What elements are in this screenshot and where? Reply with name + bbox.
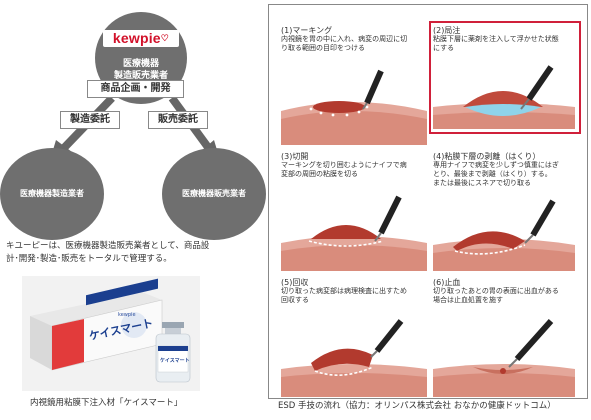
manufacturing-commission-label: 製造委託 (60, 111, 120, 129)
diagram-caption-line1: キユーピーは、医療機器製造販売業者として、商品設 (6, 241, 210, 251)
step-desc-line: にする (433, 44, 455, 52)
distributor-label: 医療機器販売業者 (182, 189, 246, 198)
manufacturer-label: 医療機器製造業者 (20, 189, 84, 198)
esd-step-3: (3)切開 マーキングを切り囲むようにナイフで病 変部の周囲の粘膜を切る (281, 151, 431, 271)
vial-label-text: ケイスマート (160, 357, 190, 364)
step-desc-line: り取る範囲の目印をつける (281, 44, 365, 52)
step-description: 内視鏡を胃の中に入れ、病変の周辺に切 り取る範囲の目印をつける (281, 35, 431, 53)
product-caption: 内視鏡用粘膜下注入材「ケイスマート」 (30, 398, 183, 408)
step-illustration (281, 69, 427, 145)
esd-step-2: (2)局注 粘膜下層に薬剤を注入して浮かせた状態 にする (433, 25, 583, 145)
business-relationship-diagram: kewpie♡ 医療機器 製造販売業者 商品企画・開発 製造委託 販売委託 医療… (0, 0, 270, 264)
step-title: (2)局注 (433, 26, 461, 35)
step-desc-line: とり、最後まで剥離（はくり）する。 (433, 170, 552, 178)
esd-step-4: (4)粘膜下層の剥離（はくり） 専用ナイフで病変を少しずつ慎重にはぎ とり、最後… (433, 151, 583, 271)
manufacturer-node: 医療機器製造業者 (0, 148, 104, 240)
step-desc-line: 場合は止血処置を施す (433, 296, 503, 304)
diagram-caption-line2: 計･開発･製造･販売をトータルで管理する。 (6, 254, 172, 264)
step-title: (4)粘膜下層の剥離（はくり） (433, 152, 541, 161)
step-desc-line: 回収する (281, 296, 309, 304)
step-title: (5)回収 (281, 278, 309, 287)
step-description: 専用ナイフで病変を少しずつ慎重にはぎ とり、最後まで剥離（はくり）する。 または… (433, 161, 583, 188)
sales-commission-label: 販売委託 (148, 111, 208, 129)
step-illustration (281, 319, 427, 397)
step-illustration (433, 65, 575, 129)
node-role-line1: 医療機器 (122, 59, 159, 69)
step-desc-line: 内視鏡を胃の中に入れ、病変の周辺に切 (281, 35, 408, 43)
step-desc-line: または最後にスネアで切り取る (433, 179, 531, 187)
step-title: (3)切開 (281, 152, 309, 161)
product-photo: kewpie ケイスマート ケイスマート (22, 276, 200, 391)
step-description: 切り取った病変部は病理検査に出すため 回収する (281, 287, 431, 305)
esd-step-6: (6)止血 切り取ったあとの胃の表面に出血がある 場合は止血処置を施す (433, 277, 583, 397)
esd-panel-caption: ESD 手技の流れ（協力：オリンパス株式会社 おなかの健康ドットコム） (278, 401, 556, 411)
step-illustration (281, 195, 427, 271)
step-illustration (433, 199, 575, 271)
kewpie-logo: kewpie♡ (103, 30, 179, 47)
logo-text: kewpie (112, 30, 161, 46)
esd-step-1: (1)マーキング 内視鏡を胃の中に入れ、病変の周辺に切 り取る範囲の目印をつける (281, 25, 431, 145)
step-desc-line: 粘膜下層に薬剤を注入して浮かせた状態 (433, 35, 559, 43)
product-illustration: kewpie ケイスマート ケイスマート (30, 278, 191, 383)
step-desc-line: マーキングを切り囲むようにナイフで病 (281, 161, 407, 169)
step-desc-line: 切り取った病変部は病理検査に出すため (281, 287, 407, 295)
step-desc-line: 切り取ったあとの胃の表面に出血がある (433, 287, 559, 295)
step-desc-line: 変部の周囲の粘膜を切る (281, 170, 358, 178)
step-description: マーキングを切り囲むようにナイフで病 変部の周囲の粘膜を切る (281, 161, 431, 179)
esd-procedure-panel: (1)マーキング 内視鏡を胃の中に入れ、病変の周辺に切 り取る範囲の目印をつける… (268, 4, 588, 399)
step-title: (6)止血 (433, 278, 461, 287)
heart-icon: ♡ (160, 33, 170, 43)
distributor-node: 医療機器販売業者 (162, 148, 266, 240)
step-description: 粘膜下層に薬剤を注入して浮かせた状態 にする (433, 35, 583, 53)
step-desc-line: 専用ナイフで病変を少しずつ慎重にはぎ (433, 161, 559, 169)
esd-step-5: (5)回収 切り取った病変部は病理検査に出すため 回収する (281, 277, 431, 397)
box-brand-text: kewpie (118, 312, 136, 318)
highlight-frame-step2 (429, 21, 581, 134)
step-title: (1)マーキング (281, 26, 333, 35)
node-role-line2: 製造販売業者 (113, 71, 168, 81)
step-description: 切り取ったあとの胃の表面に出血がある 場合は止血処置を施す (433, 287, 583, 305)
step-illustration (433, 318, 575, 397)
plan-development-label: 商品企画・開発 (87, 80, 184, 98)
